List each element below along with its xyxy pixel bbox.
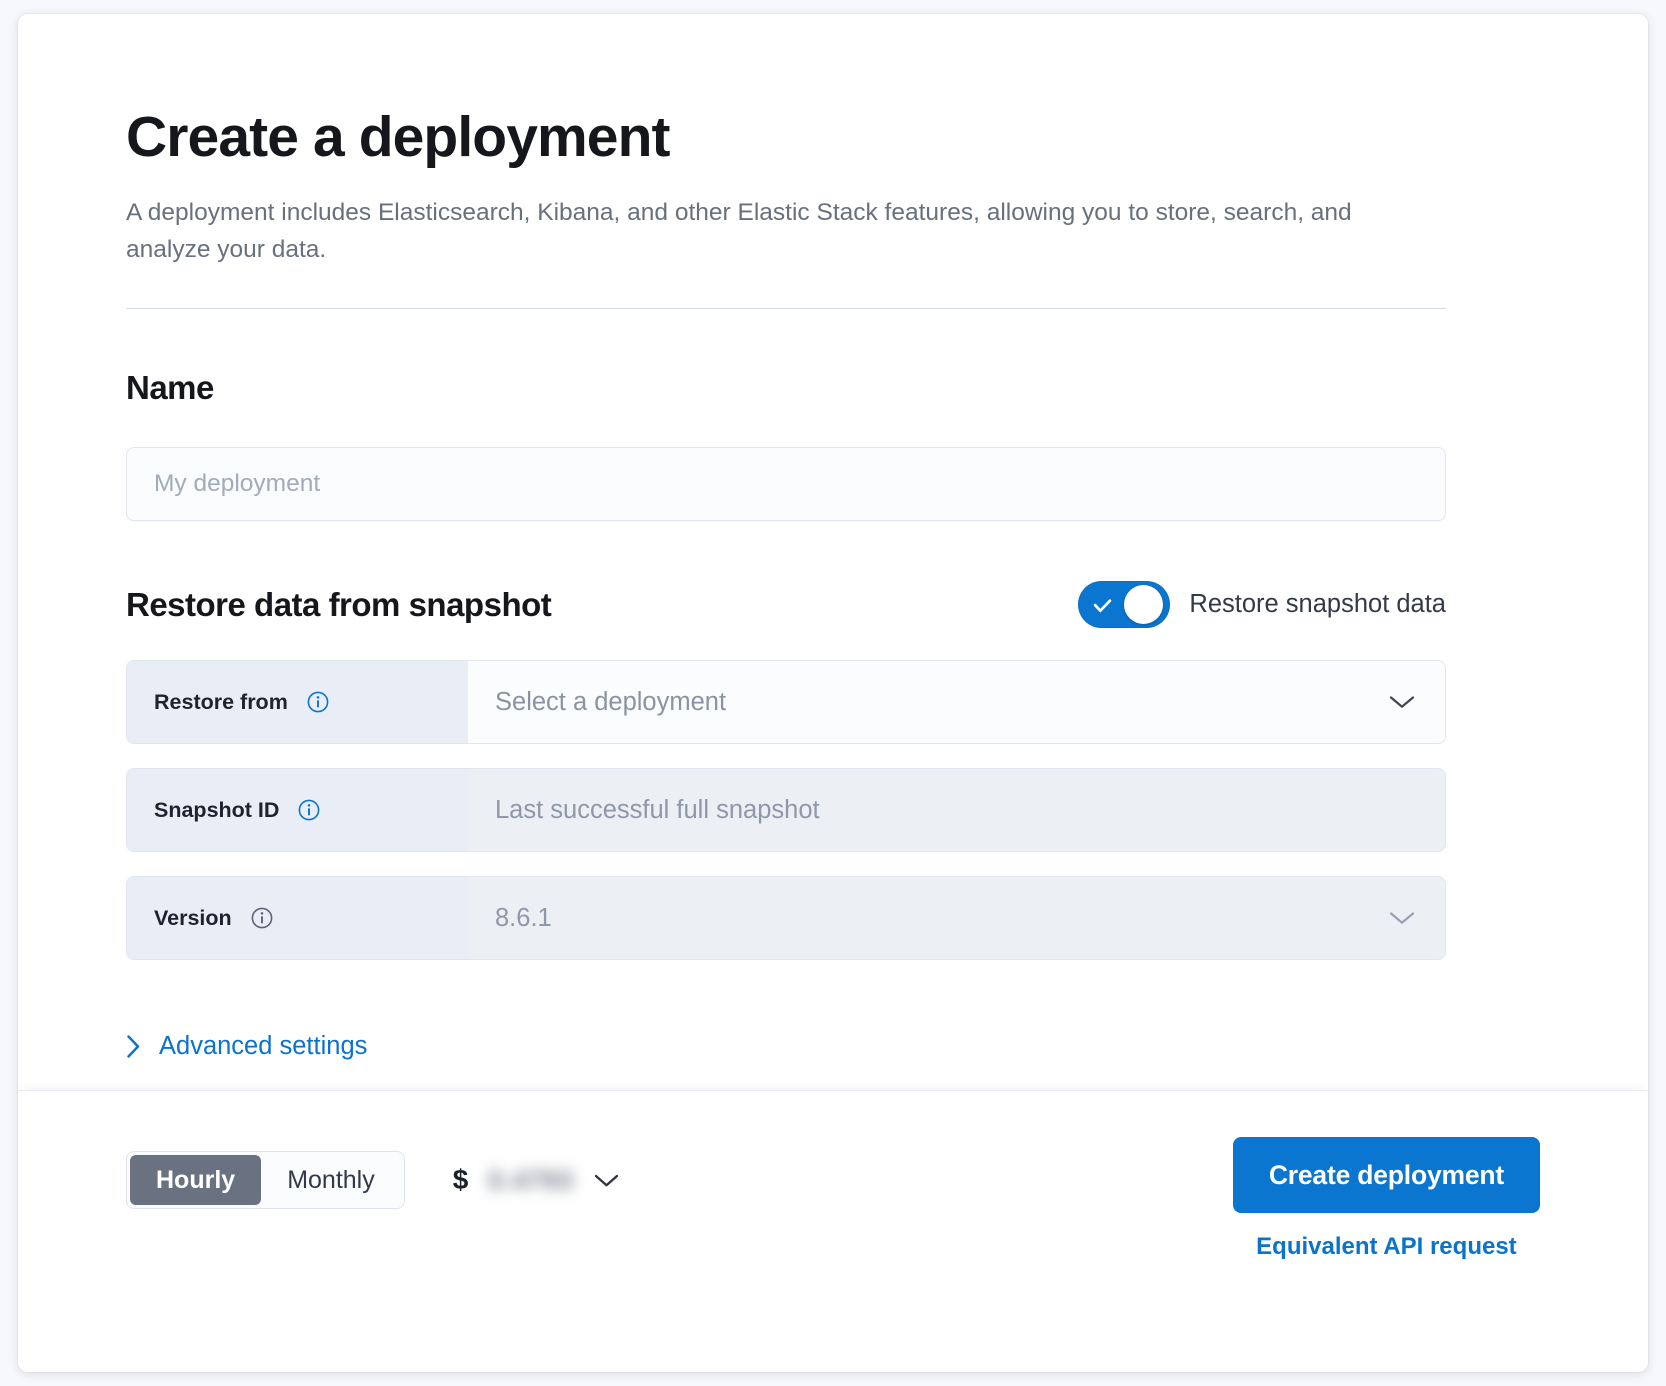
chevron-right-icon — [126, 1034, 141, 1059]
check-icon — [1092, 595, 1113, 616]
field-label-text: Snapshot ID — [154, 797, 280, 822]
restore-from-value: Select a deployment — [495, 687, 727, 716]
snapshot-id-value: Last successful full snapshot — [495, 795, 820, 824]
footer-inner: Hourly Monthly $ 0.4793 Create deploymen… — [126, 1091, 1540, 1372]
field-label-version: Version — [127, 877, 468, 960]
info-circle-icon[interactable] — [251, 907, 273, 929]
advanced-settings-label: Advanced settings — [159, 1032, 368, 1061]
field-row-version[interactable]: Version 8.6.1 — [126, 876, 1446, 961]
create-deployment-button[interactable]: Create deployment — [1232, 1137, 1540, 1213]
equivalent-api-request-link[interactable]: Equivalent API request — [1256, 1233, 1517, 1260]
restore-snapshot-toggle-group[interactable]: Restore snapshot data — [1078, 581, 1446, 629]
switch-knob — [1124, 585, 1164, 625]
field-label-text: Version — [154, 905, 232, 930]
field-row-restore-from[interactable]: Restore from Select a deployment — [126, 660, 1446, 745]
field-label-snapshot-id: Snapshot ID — [127, 769, 468, 852]
restore-section-header: Restore data from snapshot Restore snaps… — [126, 581, 1446, 629]
price-summary[interactable]: $ 0.4793 — [453, 1164, 619, 1196]
chevron-down-icon[interactable] — [1389, 695, 1415, 710]
currency-symbol: $ — [452, 1164, 469, 1195]
restore-snapshot-switch[interactable] — [1078, 581, 1171, 629]
info-circle-icon[interactable] — [298, 799, 320, 821]
chevron-down-icon[interactable] — [594, 1173, 619, 1188]
chevron-down-icon[interactable] — [1389, 911, 1415, 926]
version-select[interactable]: 8.6.1 — [468, 877, 1445, 960]
deployment-name-placeholder: My deployment — [154, 470, 321, 498]
page-description: A deployment includes Elasticsearch, Kib… — [126, 198, 1352, 264]
price-amount-redacted: 0.4793 — [488, 1164, 574, 1195]
field-label-restore-from: Restore from — [127, 661, 468, 744]
restore-snapshot-toggle-label: Restore snapshot data — [1189, 590, 1446, 619]
billing-option-hourly[interactable]: Hourly — [130, 1155, 262, 1205]
footer-left-group: Hourly Monthly $ 0.4793 — [126, 1151, 619, 1209]
header-divider — [126, 308, 1446, 310]
billing-period-segmented-control[interactable]: Hourly Monthly — [126, 1151, 405, 1209]
info-circle-icon[interactable] — [307, 691, 329, 713]
snapshot-id-input[interactable]: Last successful full snapshot — [468, 769, 1445, 852]
name-section: Name My deployment — [126, 369, 1446, 522]
restore-from-select[interactable]: Select a deployment — [468, 661, 1445, 744]
create-deployment-card: Create a deployment A deployment include… — [18, 14, 1648, 1372]
field-row-snapshot-id[interactable]: Snapshot ID Last successful full snapsho… — [126, 768, 1446, 853]
card-body: Create a deployment A deployment include… — [18, 14, 1648, 1090]
page-title: Create a deployment — [126, 105, 670, 169]
billing-option-monthly[interactable]: Monthly — [287, 1165, 375, 1194]
version-value: 8.6.1 — [495, 903, 552, 932]
name-section-heading: Name — [126, 369, 214, 407]
footer-right-group: Create deployment Equivalent API request — [1232, 1137, 1540, 1261]
advanced-settings-toggle[interactable]: Advanced settings — [126, 1032, 367, 1061]
field-label-text: Restore from — [154, 689, 288, 714]
content-column: Create a deployment A deployment include… — [126, 105, 1446, 1064]
restore-section-heading: Restore data from snapshot — [126, 585, 552, 623]
deployment-name-input[interactable]: My deployment — [126, 447, 1446, 522]
card-footer: Hourly Monthly $ 0.4793 Create deploymen… — [18, 1090, 1648, 1372]
